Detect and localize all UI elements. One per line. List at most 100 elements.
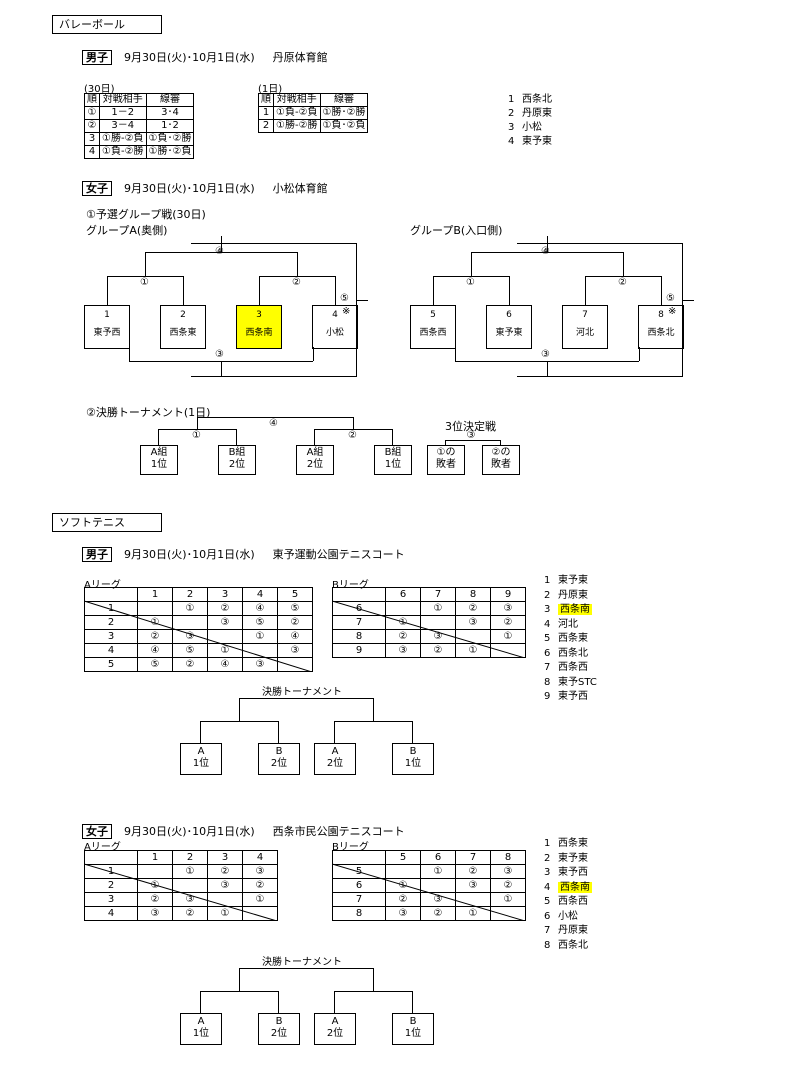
bracket-line (334, 991, 412, 992)
team-number: 8 (658, 310, 664, 320)
bracket-line (239, 968, 373, 969)
tennis-women-venue: 西条市民公園テニスコート (272, 825, 405, 838)
bracket-line (682, 243, 683, 377)
list-item-name: 東予東 (522, 136, 552, 147)
table-cell: ①負-②負 (273, 106, 321, 120)
league-cell: ② (172, 657, 208, 672)
bracket-line (200, 721, 201, 743)
match-number: ① (192, 430, 201, 441)
bracket-line (158, 429, 236, 430)
bracket-line (433, 276, 509, 277)
bracket-line (107, 276, 108, 305)
table-header: 順 (84, 93, 100, 107)
bracket-line (334, 721, 335, 743)
box-line2: 2位 (228, 459, 246, 470)
league-cell: ③ (455, 615, 491, 630)
bracket-line (297, 252, 298, 276)
list-item-name: 西条北 (558, 939, 588, 951)
bracket-line (412, 721, 413, 743)
tennis-men-leagueB-title: Bリーグ (332, 580, 369, 591)
bracket-line (197, 417, 198, 429)
league-cell: ③ (277, 643, 313, 658)
league-cell: ⑤ (242, 615, 278, 630)
table-header: 順 (258, 93, 274, 107)
team-name: 西条南 (245, 328, 273, 338)
league-cell: ④ (207, 657, 243, 672)
bracket-line (433, 276, 434, 305)
match-number: ⑤ (666, 293, 675, 304)
league-cell: ③ (207, 878, 243, 893)
list-item-number: 3 (508, 122, 515, 133)
league-col-header: 8 (455, 587, 491, 602)
tennis-women-leagueB-title: Bリーグ (332, 842, 369, 853)
match-number: ※ (668, 306, 677, 317)
table-cell: 3･4 (145, 106, 195, 120)
league-col-header: 7 (455, 850, 491, 865)
team-box: ①の敗者 (427, 445, 465, 475)
bracket-line (356, 300, 368, 301)
league-row-header: 8 (332, 906, 386, 921)
league-cell: ① (490, 629, 526, 644)
box-line1: ①の (436, 447, 456, 458)
list-item-name: 丹原東 (558, 589, 588, 601)
team-number: 6 (506, 310, 512, 320)
bracket-line (392, 429, 393, 445)
table-cell: 3 (84, 132, 100, 146)
list-item-number: 1 (544, 575, 551, 586)
league-row-header: 1 (84, 864, 138, 879)
league-col-header: 6 (420, 850, 456, 865)
league-cell: ① (172, 601, 208, 616)
league-col-header: 4 (242, 850, 278, 865)
box-line1: B (409, 746, 417, 757)
league-cell: ③ (172, 629, 208, 644)
league-row-header: 2 (84, 615, 138, 630)
volley-prelim-title: ①予選グループ戦(30日) (86, 208, 206, 221)
table-cell: 1 (258, 106, 274, 120)
volley-women-date: 9月30日(火)･10月1日(水) (124, 182, 255, 195)
bracket-line (191, 243, 356, 244)
table-cell: ② (84, 119, 100, 133)
box-line1: B組 (384, 447, 402, 458)
bracket-line (278, 721, 279, 743)
box-line2: 2位 (270, 758, 288, 769)
league-cell: ② (207, 864, 243, 879)
league-cell: ① (420, 601, 456, 616)
table-header: 線審 (145, 93, 195, 107)
bracket-line (239, 698, 373, 699)
league-col-header: 2 (172, 587, 208, 602)
bracket-line (236, 429, 237, 445)
list-item-number: 7 (544, 662, 551, 673)
league-corner (332, 850, 386, 865)
list-item-name: 西条西 (558, 662, 588, 673)
list-item-name: 西条東 (558, 838, 588, 849)
list-item-name: 丹原東 (522, 108, 552, 119)
league-cell: ③ (207, 615, 243, 630)
team-name: 河北 (575, 328, 594, 338)
box-line2: 1位 (404, 1028, 422, 1039)
table-cell: ①勝-②負 (99, 132, 147, 146)
list-item-name: 東予西 (558, 691, 588, 702)
league-cell (490, 643, 526, 658)
league-row-header: 4 (84, 906, 138, 921)
league-cell (207, 892, 243, 907)
table-cell: ①勝-②勝 (273, 119, 321, 133)
